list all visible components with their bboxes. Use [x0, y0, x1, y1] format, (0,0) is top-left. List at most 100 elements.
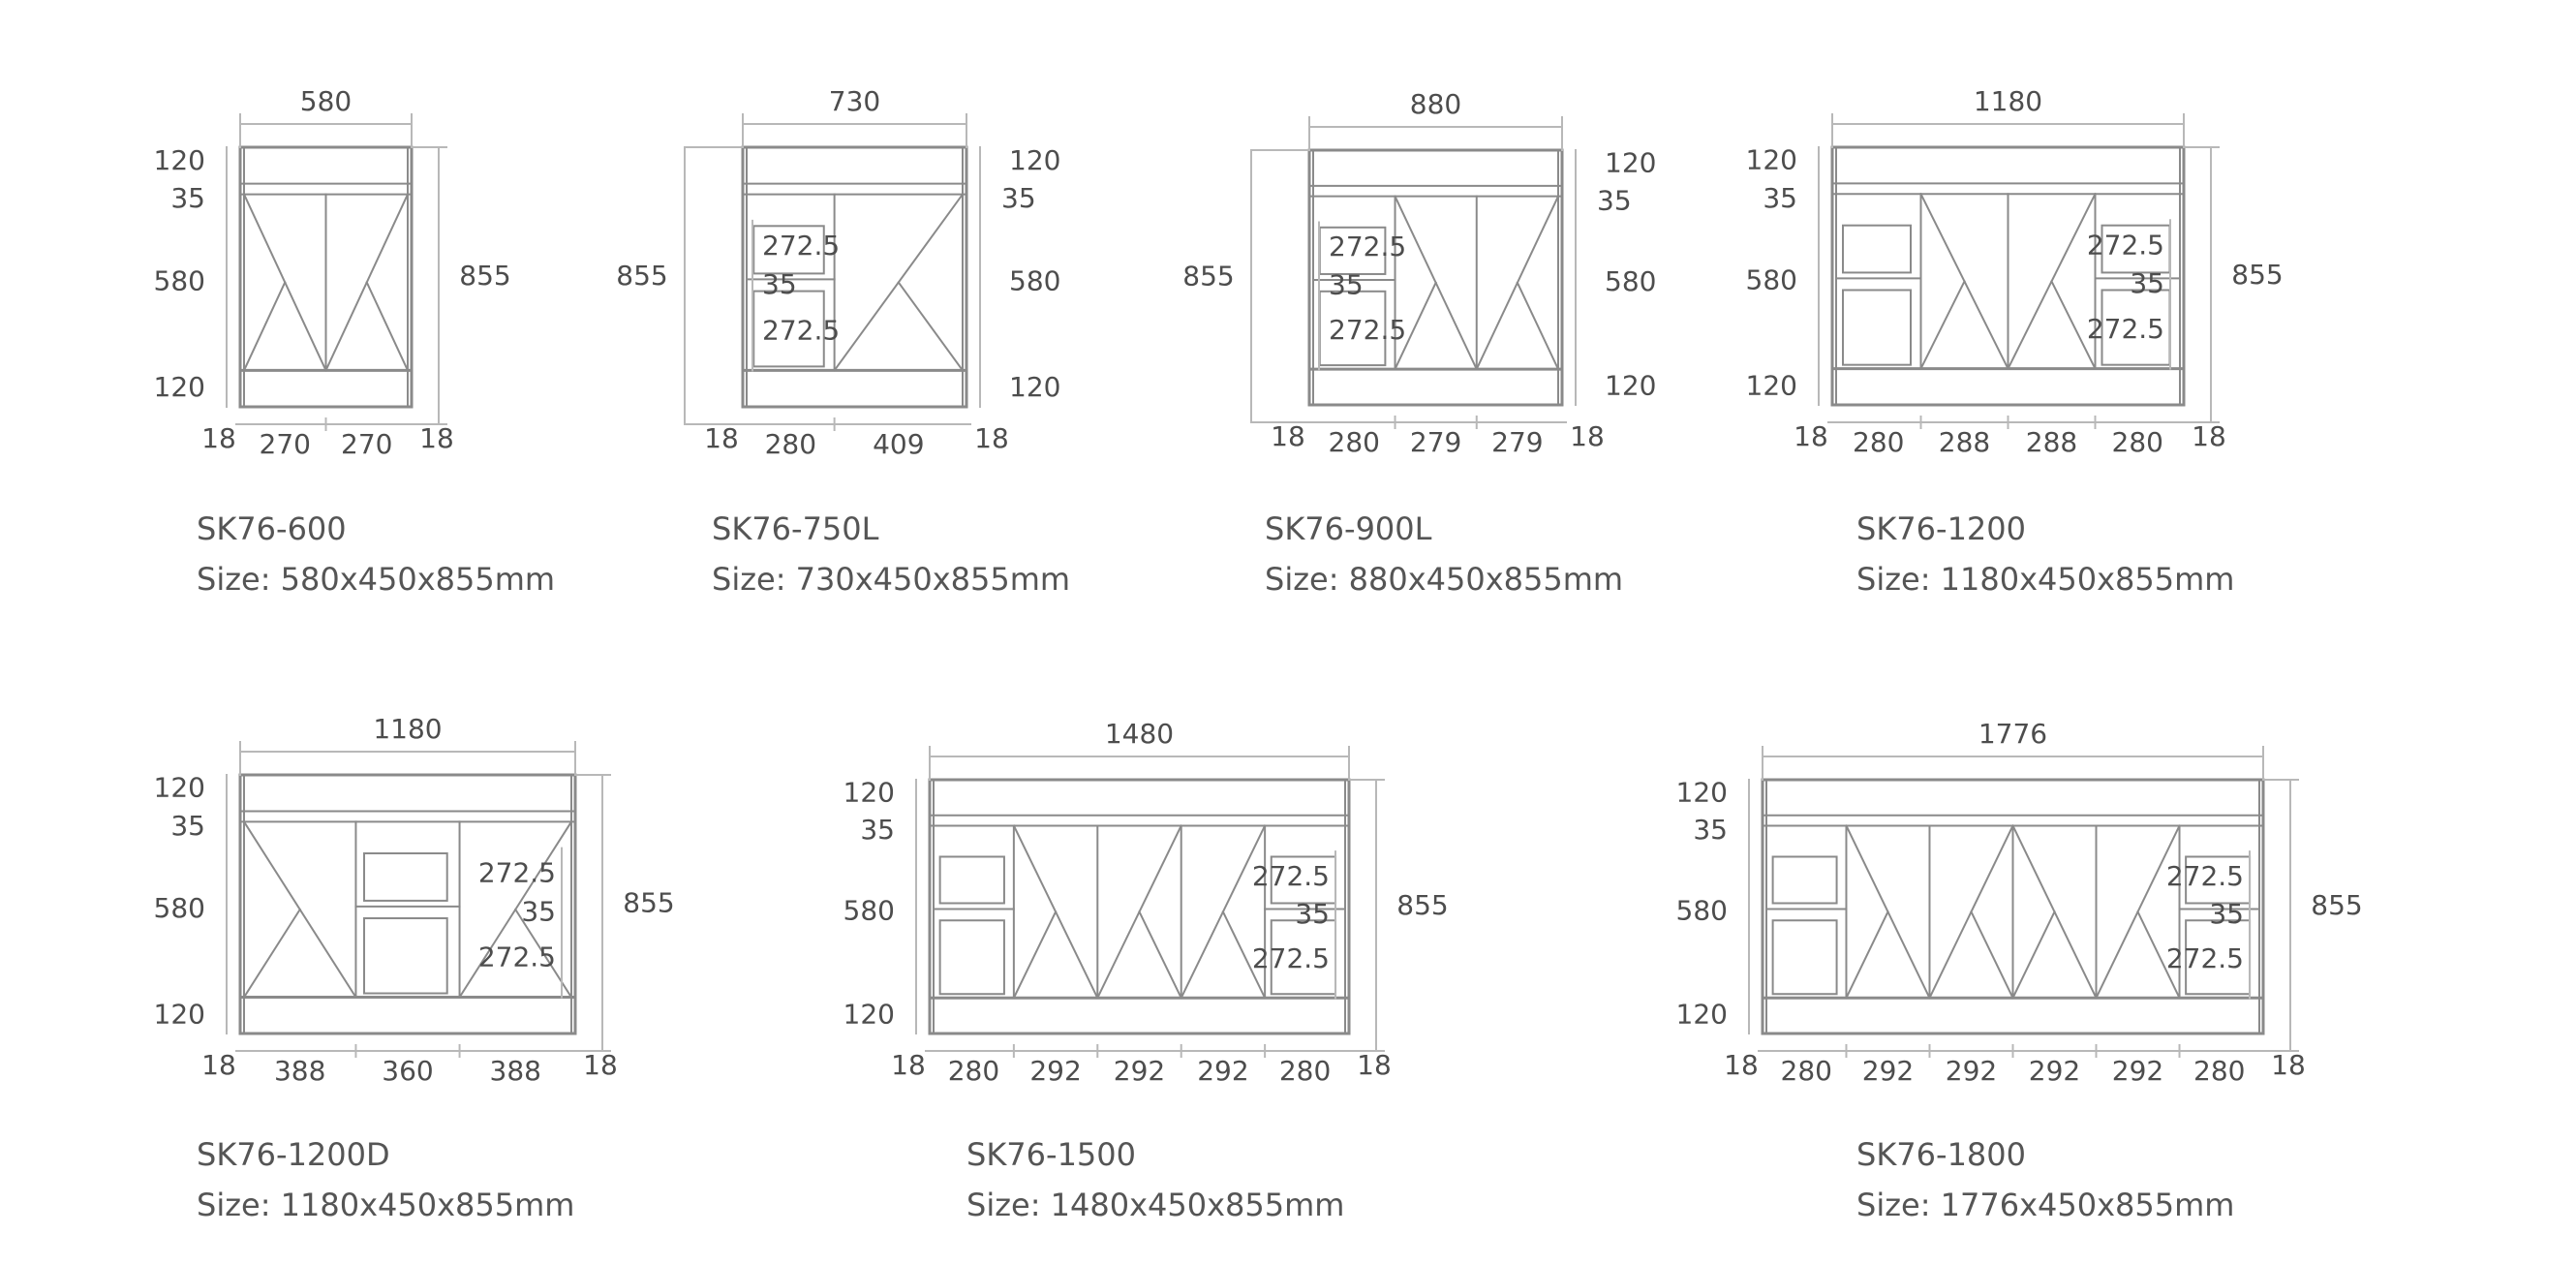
section-label: 120: [1676, 776, 1728, 808]
cabinet-body: [1830, 145, 2186, 407]
section-label: 35: [170, 810, 205, 842]
bottom-label: 292: [2112, 1055, 2163, 1087]
bottom-label: 18: [2271, 1049, 2306, 1081]
bottom-label: 388: [274, 1055, 325, 1087]
drawer-front: [938, 855, 1005, 905]
height-label: 855: [616, 260, 667, 292]
door-diagonal: [1394, 281, 1437, 371]
bottom-label: 292: [1197, 1055, 1248, 1087]
drawer-label: 35: [1329, 268, 1364, 300]
model-size: Size: 1480x450x855mm: [966, 1187, 1345, 1223]
door-diagonal: [1845, 910, 1889, 1000]
bottom-label: 18: [704, 422, 739, 454]
bottom-label: 270: [341, 428, 392, 460]
bottom-label: 280: [1781, 1055, 1832, 1087]
caption-sk76-900l: SK76-900L Size: 880x450x855mm: [1265, 513, 1623, 595]
model-name: SK76-1800: [1856, 1136, 2026, 1173]
drawer-label: 272.5: [1329, 314, 1406, 346]
caption-sk76-1200d: SK76-1200D Size: 1180x450x855mm: [197, 1139, 574, 1220]
section-label: 120: [154, 144, 205, 176]
bottom-label: 18: [891, 1049, 926, 1081]
bottom-label: 279: [1491, 426, 1543, 458]
bottom-label: 280: [948, 1055, 999, 1087]
bottom-label: 292: [1946, 1055, 1997, 1087]
drawer-label: 272.5: [478, 857, 556, 889]
drawer-front: [752, 290, 825, 368]
caption-sk76-1800: SK76-1800 Size: 1776x450x855mm: [1856, 1139, 2234, 1220]
bottom-label: 388: [490, 1055, 541, 1087]
bottom-label: 280: [2112, 426, 2163, 458]
caption-sk76-1200: SK76-1200 Size: 1180x450x855mm: [1856, 513, 2234, 595]
bottom-label: 280: [1329, 426, 1380, 458]
cabinet-body: [238, 773, 577, 1035]
section-label: 580: [154, 892, 205, 924]
drawer-front: [1842, 224, 1912, 274]
cabinet-body: [1761, 778, 2265, 1035]
section-label: 120: [1746, 369, 1797, 401]
drawer-label: 272.5: [2166, 942, 2244, 974]
bottom-label: 288: [1939, 426, 1990, 458]
door-diagonal: [2011, 910, 2056, 1000]
cabinet-body: [928, 778, 1351, 1035]
drawer-front: [1842, 289, 1912, 366]
model-name: SK76-600: [197, 510, 347, 547]
drawer-label: 272.5: [762, 314, 840, 346]
bottom-label: 280: [1853, 426, 1904, 458]
drawer-label: 272.5: [2166, 860, 2244, 892]
drawer-front: [752, 225, 825, 275]
section-label: 35: [170, 182, 205, 214]
bottom-label: 280: [2193, 1055, 2245, 1087]
section-label: 35: [860, 814, 895, 846]
bottom-label: 360: [382, 1055, 433, 1087]
bottom-label: 18: [1570, 420, 1605, 452]
drawer-label: 272.5: [2087, 313, 2164, 345]
model-size: Size: 1180x450x855mm: [197, 1187, 575, 1223]
caption-sk76-750l: SK76-750L Size: 730x450x855mm: [712, 513, 1070, 595]
door-diagonal: [242, 908, 302, 999]
drawer-label: 272.5: [1252, 942, 1330, 974]
drawer-front: [938, 919, 1005, 996]
section-label: 120: [1009, 144, 1060, 176]
section-label: 120: [1009, 371, 1060, 403]
door-diagonal: [1516, 281, 1560, 371]
drawer-front: [363, 917, 448, 995]
section-label: 120: [843, 999, 895, 1031]
drawer-label: 272.5: [478, 941, 556, 973]
bottom-label: 292: [2029, 1055, 2080, 1087]
door-diagonal: [1012, 910, 1058, 1000]
bottom-label: 280: [1279, 1055, 1331, 1087]
bottom-label: 288: [2026, 426, 2077, 458]
drawer-front: [1771, 919, 1838, 996]
section-label: 580: [1605, 265, 1656, 297]
bottom-label: 279: [1410, 426, 1461, 458]
door-diagonal: [1221, 910, 1267, 1000]
bottom-label: 292: [1029, 1055, 1081, 1087]
section-label: 580: [843, 894, 895, 926]
bottom-label: 18: [583, 1049, 618, 1081]
door-diagonal: [2136, 910, 2181, 1000]
height-label: 855: [459, 260, 510, 292]
door-diagonal: [1919, 280, 1966, 371]
bottom-label: 18: [419, 422, 454, 454]
height-label: 855: [1182, 261, 1234, 293]
width-label: 880: [1410, 88, 1461, 120]
bottom-label: 18: [2192, 420, 2226, 452]
drawer-label: 272.5: [762, 230, 840, 262]
section-label: 580: [154, 264, 205, 296]
section-label: 120: [154, 772, 205, 804]
width-label: 1180: [373, 713, 442, 745]
drawer-label: 272.5: [2087, 229, 2164, 261]
bottom-label: 18: [201, 422, 236, 454]
caption-sk76-600: SK76-600 Size: 580x450x855mm: [197, 513, 555, 595]
caption-sk76-1500: SK76-1500 Size: 1480x450x855mm: [966, 1139, 1344, 1220]
section-label: 35: [1001, 182, 1036, 214]
bottom-label: 18: [201, 1049, 236, 1081]
model-size: Size: 730x450x855mm: [712, 561, 1071, 598]
cabinet-body: [238, 145, 414, 409]
width-label: 1776: [1978, 718, 2047, 750]
